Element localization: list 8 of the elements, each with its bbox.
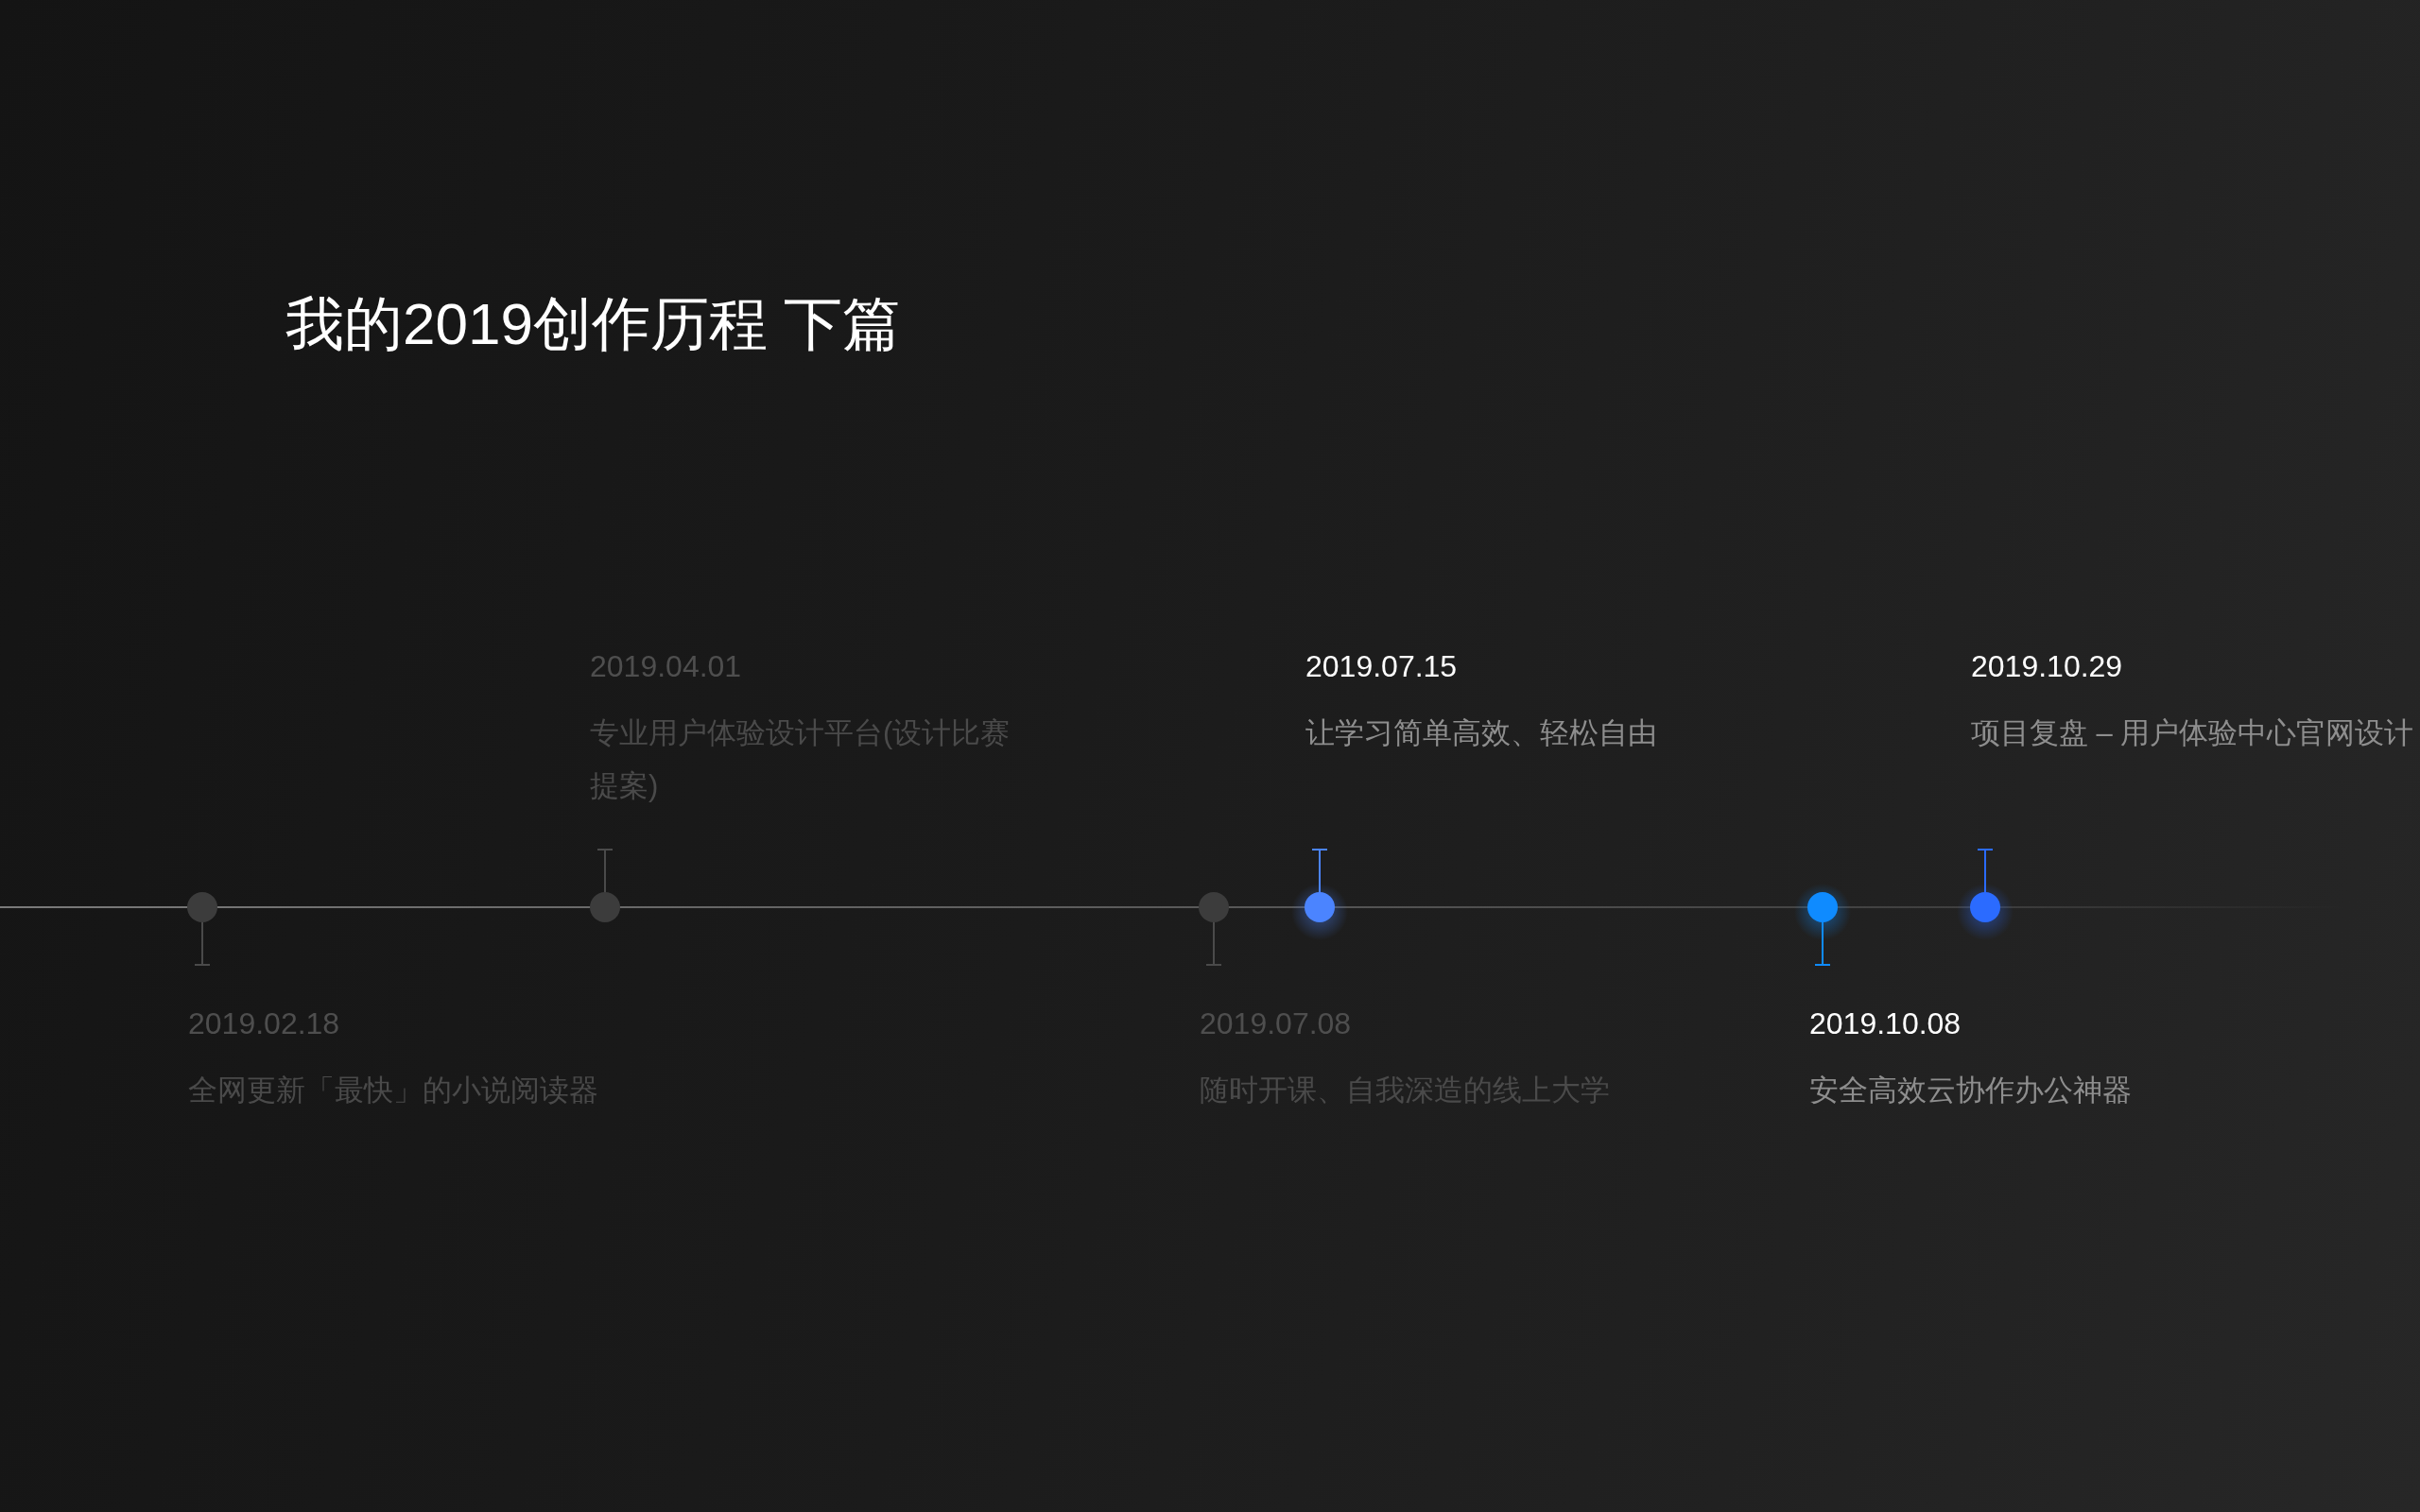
event-date: 2019.02.18 [188,1005,340,1042]
event-description: 安全高效云协作办公神器 [1809,1073,2132,1108]
event-date: 2019.10.29 [1971,648,2123,685]
event-date: 2019.10.08 [1809,1005,1962,1042]
event-description: 项目复盘 – 用户体验中心官网设计 [1971,715,2414,751]
event-description: 让学习简单高效、轻松自由 [1305,715,1657,751]
event-date: 2019.07.15 [1305,648,1458,685]
page-title: 我的2019创作历程 下篇 [285,290,902,358]
